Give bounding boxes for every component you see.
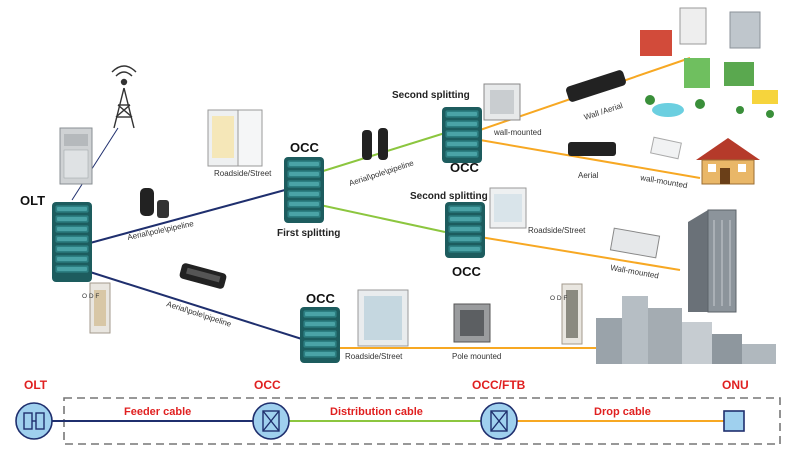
drop-to-tower xyxy=(479,236,681,271)
distribution-occ-second-mid xyxy=(319,204,446,233)
wall-box-small-icon xyxy=(650,136,682,160)
occ-right-top-label: OCC xyxy=(450,160,480,175)
odf-right-label: O D F xyxy=(550,295,567,302)
occ-bottom-stack-icon xyxy=(300,307,340,363)
cell-tower-icon xyxy=(111,65,137,129)
office-tower-icon xyxy=(688,209,737,313)
city-skyline-icon xyxy=(596,296,776,364)
roadside-cabinet-icon-2 xyxy=(489,187,527,229)
wall-mounted-box-icon-1 xyxy=(483,83,521,121)
aerial-pole-pipeline-label-3: Aerial\pole\pipeline xyxy=(348,158,416,188)
legend-occ-label: OCC xyxy=(254,378,281,392)
first-splitting-label: First splitting xyxy=(277,228,340,239)
legend-distribution-cable-label: Distribution cable xyxy=(330,406,423,418)
olt-cabinet-icon xyxy=(59,127,93,185)
pole-mounted-box-icon xyxy=(453,303,491,343)
olt-label: OLT xyxy=(20,193,45,208)
legend-occ-ftb-label: OCC/FTB xyxy=(472,378,526,392)
occ-top-label: OCC xyxy=(290,140,320,155)
wall-aerial-label: Wall /Aerial xyxy=(583,101,624,122)
legend-olt-symbol xyxy=(15,402,53,440)
splice-closure-icon-1 xyxy=(140,188,169,218)
odf-left-icon xyxy=(89,282,111,334)
wall-mounted-label-1: wall-mounted xyxy=(493,128,542,137)
pole-mounted-label: Pole mounted xyxy=(452,352,501,361)
roadside-street-label-3: Roadside/Street xyxy=(345,352,403,361)
legend-onu-symbol xyxy=(723,410,745,432)
occ-second-mid-stack-icon xyxy=(445,202,485,258)
legend: OLT OCC OCC/FTB ONU F xyxy=(15,378,781,445)
roadside-cabinet-icon-1 xyxy=(207,109,263,167)
house-icon xyxy=(696,138,760,185)
wall-mounted-box-icon-2 xyxy=(609,227,661,259)
occ-second-top-stack-icon xyxy=(442,107,482,163)
aerial-pole-pipeline-label-1: Aerial\pole\pipeline xyxy=(127,219,196,242)
aerial-label: Aerial xyxy=(578,171,599,180)
legend-occ-ftb-symbol xyxy=(480,402,518,440)
aerial-closure-icon-2 xyxy=(568,142,616,156)
second-splitting-top-label: Second splitting xyxy=(392,90,470,101)
second-splitting-mid-label: Second splitting xyxy=(410,191,488,202)
olt-stack-icon xyxy=(52,202,92,282)
legend-drop-cable-label: Drop cable xyxy=(594,406,651,418)
odf-left-label: O D F xyxy=(82,293,99,300)
legend-olt-label: OLT xyxy=(24,378,48,392)
splice-closure-icon-3 xyxy=(362,128,388,160)
feeder-olt-tower xyxy=(71,127,119,201)
roadside-cabinet-icon-3 xyxy=(357,289,409,347)
feeder-olt-occ-top xyxy=(89,189,286,244)
odf-right-icon xyxy=(561,283,583,345)
feeder-olt-occ-bottom xyxy=(89,271,306,341)
legend-occ-symbol xyxy=(252,402,290,440)
roadside-street-label-1: Roadside/Street xyxy=(214,169,272,178)
splice-closure-icon-2 xyxy=(179,263,227,289)
roadside-street-label-2: Roadside/Street xyxy=(528,226,586,235)
legend-onu-label: ONU xyxy=(722,378,749,392)
legend-feeder-cable-label: Feeder cable xyxy=(124,406,191,418)
occ-mid-label: OCC xyxy=(452,264,482,279)
occ-first-stack-icon xyxy=(284,157,324,223)
city-buildings-icon xyxy=(640,7,778,118)
aerial-closure-icon-1 xyxy=(566,70,626,102)
occ-bottom-label: OCC xyxy=(306,291,336,306)
drop-to-house xyxy=(479,139,701,179)
